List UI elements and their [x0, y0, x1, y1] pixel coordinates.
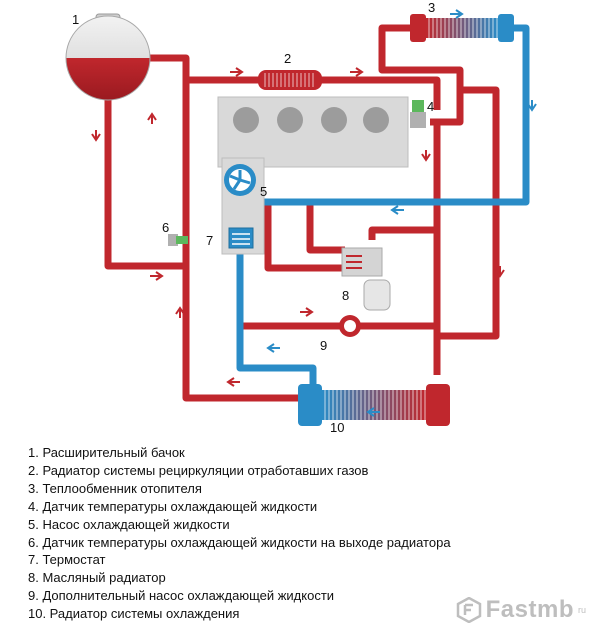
- cooling-radiator: [298, 384, 450, 426]
- legend-item: 4. Датчик температуры охлаждающей жидкос…: [28, 498, 318, 514]
- legend-item: 8. Масляный радиатор: [28, 570, 166, 586]
- pipe-oil-return: [368, 226, 437, 240]
- label-9: 9: [320, 338, 327, 353]
- label-5: 5: [260, 184, 267, 199]
- label-7: 7: [206, 233, 213, 248]
- watermark-text: Fastmb: [485, 596, 574, 623]
- legend-list: 1. Расширительный бачок 2. Радиатор сист…: [28, 444, 568, 623]
- label-8: 8: [342, 288, 349, 303]
- pipe-pump-out: [236, 200, 317, 384]
- label-4: 4: [427, 99, 434, 114]
- legend-item: 7. Термостат: [28, 552, 106, 568]
- egr-radiator: [258, 70, 322, 90]
- legend-item: 9. Дополнительный насос охлаждающей жидк…: [28, 588, 335, 604]
- label-6: 6: [162, 220, 169, 235]
- oil-cooler: [341, 247, 391, 311]
- label-10: 10: [330, 420, 344, 435]
- legend-item: 3. Теплообменник отопителя: [28, 480, 202, 496]
- hot-pipes: [104, 24, 500, 402]
- hex-logo-icon: [456, 597, 481, 623]
- pipe-right-outer: [437, 86, 500, 340]
- legend-item: 6. Датчик температуры охлаждающей жидкос…: [28, 534, 451, 550]
- coolant-pump: [224, 164, 256, 196]
- temp-sensor-engine: [410, 100, 426, 128]
- flow-arrows: [91, 9, 537, 417]
- watermark-suffix: ru: [577, 605, 586, 615]
- label-1: 1: [72, 12, 79, 27]
- legend-item: 1. Расширительный бачок: [28, 445, 185, 460]
- pipe-oil-feed: [264, 200, 345, 272]
- legend-item: 5. Насос охлаждающей жидкости: [28, 516, 230, 532]
- pipe-oil-loop: [306, 200, 345, 254]
- label-3: 3: [428, 0, 435, 15]
- pipe-tank-top: [148, 54, 190, 180]
- label-2: 2: [284, 51, 291, 66]
- pipe-heater-feed: [378, 24, 412, 58]
- pipe-tank-down: [104, 90, 186, 270]
- cooling-system-diagram: 1 2 3 4 5 6 7 8 9 10: [65, 0, 537, 435]
- heater-exchanger: [410, 14, 514, 42]
- pipe-heater-down: [378, 58, 464, 126]
- expansion-tank: [65, 13, 151, 101]
- legend-item: 10. Радиатор системы охлаждения: [28, 606, 240, 622]
- temp-sensor-radiator-outlet: [168, 234, 188, 246]
- thermostat: [228, 227, 254, 249]
- aux-coolant-pump: [339, 315, 361, 337]
- legend-item: 2. Радиатор системы рециркуляции отработ…: [28, 462, 369, 478]
